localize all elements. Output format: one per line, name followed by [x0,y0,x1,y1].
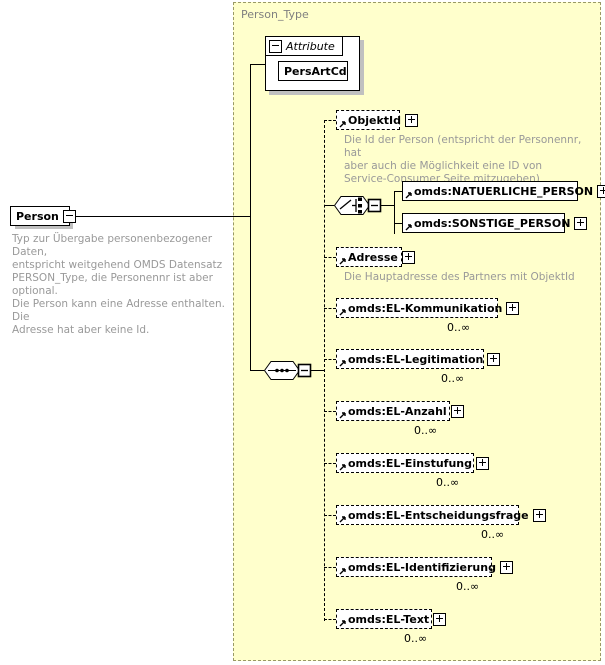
element-el-legitimation-label: omds:EL-Legitimation [348,352,484,366]
element-el-text[interactable]: omds:EL-Text [336,609,447,632]
doc-line: Typ zur Übergabe personenbezogener Daten… [12,233,213,258]
element-el-anzahl[interactable]: omds:EL-Anzahl [336,401,464,424]
element-el-entscheidungsfrage-label: omds:EL-Entscheidungsfrage [348,508,529,522]
element-el-anzahl-label: omds:EL-Anzahl [348,404,447,418]
connector-choice-to-natuerliche [394,191,402,192]
type-panel [233,2,601,661]
cardinality-el-text: 0..∞ [404,632,428,645]
attribute-persartcd-label: PersArtCd [284,64,347,78]
element-objektid-label: ObjektId [348,113,401,127]
cardinality-el-einstufung: 0..∞ [436,476,460,489]
choice-icon [333,196,382,215]
connector-branch-adresse [324,257,336,258]
element-person-documentation: Typ zur Übergabe personenbezogener Daten… [12,233,227,337]
doc-line: PERSON_Type, die Personennr ist aber opt… [12,272,213,297]
element-el-kommunikation-label: omds:EL-Kommunikation [348,301,503,315]
attribute-group-label: Attribute [286,39,335,53]
connector-choice-trunk [394,191,395,234]
connector-branch-text [324,619,336,620]
connector-to-sequence [250,370,264,371]
connector-branch-entscheidungsfrage [324,515,336,516]
cardinality-el-kommunikation: 0..∞ [447,321,471,334]
connector-branch-choice [324,205,334,206]
element-adresse-documentation: Die Hauptadresse des Partners mit Objekt… [344,271,594,284]
connector-branch-legitimation [324,359,336,360]
element-objektid[interactable]: ObjektId [336,110,418,133]
type-panel-title: Person_Type [241,8,309,21]
connector-branch-anzahl [324,411,336,412]
expander-plus-icon[interactable] [499,560,513,574]
sequence-icon [263,361,312,380]
connector-choice-to-sonstige [394,223,402,224]
element-natuerliche-person[interactable]: omds:NATUERLICHE_PERSON [402,181,605,204]
expander-plus-icon[interactable] [450,404,464,418]
element-sonstige-person[interactable]: omds:SONSTIGE_PERSON [402,213,588,236]
expander-plus-icon[interactable] [597,184,605,198]
expander-plus-icon[interactable] [506,301,520,315]
element-el-entscheidungsfrage[interactable]: omds:EL-Entscheidungsfrage [336,505,546,528]
element-el-einstufung-label: omds:EL-Einstufung [348,456,473,470]
connector-branch-identifizierung [324,567,336,568]
element-el-identifizierung-label: omds:EL-Identifizierung [348,560,496,574]
expander-plus-icon[interactable] [405,113,418,127]
connector-choice-out [380,205,394,206]
doc-line: Die Person kann eine Adresse enthalten. … [12,298,225,323]
expander-plus-icon[interactable] [401,250,415,264]
connector-trunk-vertical [250,64,251,371]
element-person[interactable]: Person [10,206,76,229]
attribute-persartcd[interactable]: PersArtCd [278,61,351,84]
connector-branch-kommunikation [324,308,336,309]
cardinality-el-identifizierung: 0..∞ [456,580,480,593]
expander-plus-icon[interactable] [476,456,490,470]
element-adresse-label: Adresse [348,250,398,264]
connector-sequence-out [310,370,324,371]
expander-plus-icon[interactable] [532,508,546,522]
expander-plus-icon[interactable] [487,352,501,366]
element-sonstige-person-label: omds:SONSTIGE_PERSON [414,216,571,230]
cardinality-el-anzahl: 0..∞ [414,424,438,437]
cardinality-el-legitimation: 0..∞ [441,372,465,385]
connector-branch-objektid [324,120,336,121]
connector-root-to-content [70,216,250,217]
doc-line: Die Id der Person (entspricht der Person… [344,134,582,159]
doc-line: Die Hauptadresse des Partners mit Objekt… [344,271,575,283]
element-person-label: Person [16,209,59,223]
element-el-legitimation[interactable]: omds:EL-Legitimation [336,349,501,372]
doc-line: entspricht weitgehend OMDS Datensatz [12,259,223,271]
connector-to-attribute-group [250,64,266,65]
element-el-identifizierung[interactable]: omds:EL-Identifizierung [336,557,513,580]
connector-children-trunk [324,120,325,621]
sequence-compositor[interactable] [263,358,314,385]
element-adresse[interactable]: Adresse [336,247,415,270]
cardinality-el-entscheidungsfrage: 0..∞ [481,528,505,541]
attribute-group-header[interactable]: Attribute [265,36,343,56]
element-objektid-documentation: Die Id der Person (entspricht der Person… [344,134,584,186]
expander-plus-icon[interactable] [433,612,447,626]
connector-branch-einstufung [324,463,336,464]
expander-plus-icon[interactable] [574,216,588,230]
element-el-einstufung[interactable]: omds:EL-Einstufung [336,453,490,476]
expander-minus-icon[interactable] [269,39,282,53]
element-natuerliche-person-label: omds:NATUERLICHE_PERSON [414,184,594,198]
doc-line: aber auch die Möglichkeit eine ID von [344,160,543,172]
element-el-kommunikation[interactable]: omds:EL-Kommunikation [336,298,520,321]
choice-compositor[interactable] [333,193,384,220]
expander-minus-icon[interactable] [62,209,76,223]
doc-line: Adresse hat aber keine Id. [12,324,150,336]
element-el-text-label: omds:EL-Text [348,612,430,626]
